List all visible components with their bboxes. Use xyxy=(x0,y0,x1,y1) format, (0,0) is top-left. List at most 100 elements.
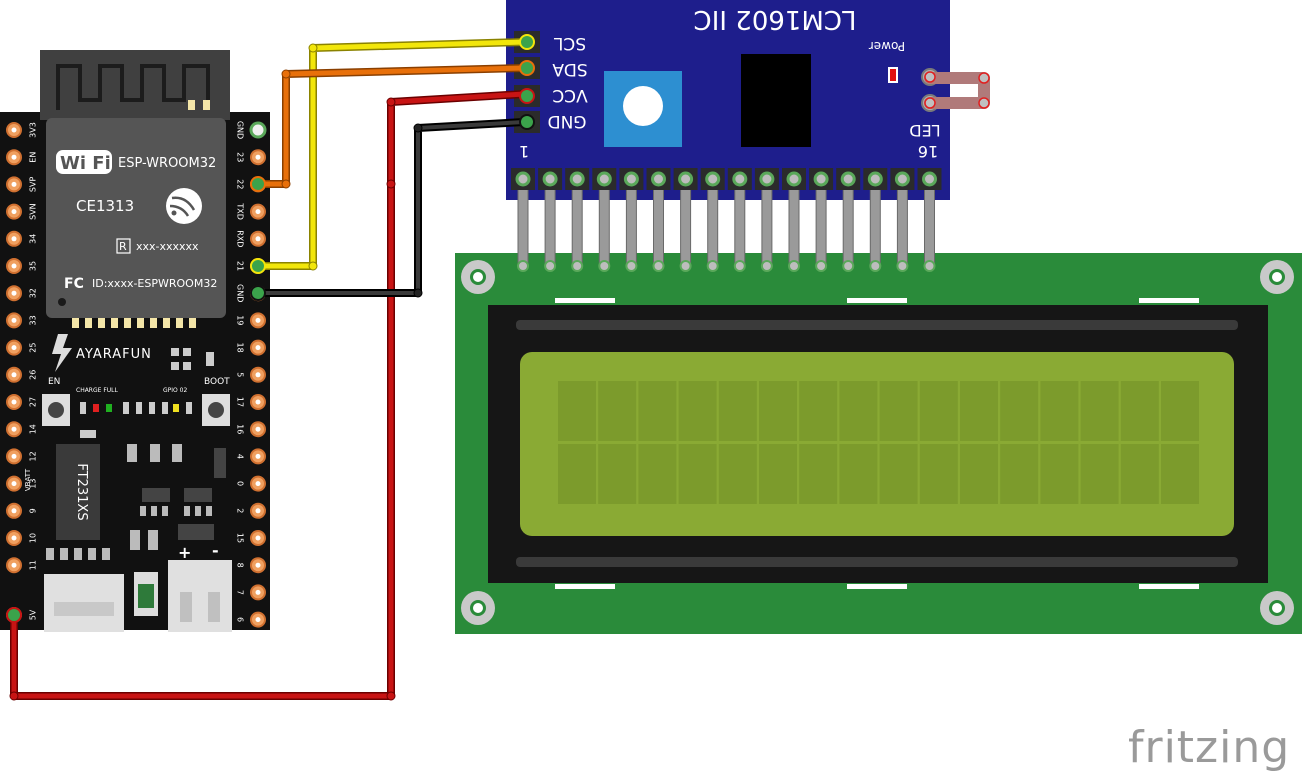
gpio-label: GPIO 02 xyxy=(163,387,187,394)
lcd-cell xyxy=(759,444,797,504)
esp32-right-pin-label: 18 xyxy=(236,343,245,353)
esp32-right-pin-label: 4 xyxy=(236,454,245,459)
esp32-left-pin-label: 32 xyxy=(29,288,38,298)
fcc-id: ID:xxxx-ESPWROOM32 xyxy=(92,277,217,290)
mount-holes xyxy=(461,260,1294,625)
lcd-cell xyxy=(799,381,838,441)
lcd-cell xyxy=(1120,444,1159,504)
espressif-logo-icon xyxy=(166,188,202,224)
lcd-character-grid xyxy=(558,381,1199,504)
lcd-cell xyxy=(799,444,838,504)
esp32-right-pin-label: RXD xyxy=(236,230,245,247)
esp32-left-pin-label: EN xyxy=(29,152,38,163)
lcd-cell xyxy=(638,444,677,504)
pin-16-label: 16 xyxy=(918,142,938,161)
esp32-right-pin-label: 2 xyxy=(236,508,245,513)
lcd-cell xyxy=(598,381,637,441)
connection-points xyxy=(6,34,535,623)
module-name: ESP-WROOM32 xyxy=(118,156,216,171)
wifi-logo-text: Wi Fi xyxy=(60,153,111,174)
lcd-cell xyxy=(558,444,596,504)
r-mark: R xyxy=(119,240,127,253)
plus-label: + xyxy=(178,543,191,562)
en-label: EN xyxy=(48,377,60,387)
lcd-cell xyxy=(678,444,717,504)
i2c-chip xyxy=(741,54,811,147)
en-button[interactable] xyxy=(42,394,70,426)
lcd-cell xyxy=(718,381,757,441)
header-pin xyxy=(924,177,935,269)
esp32-left-pin-label: 33 xyxy=(29,315,38,325)
lcd-module xyxy=(455,253,1302,634)
lcd-pin-header xyxy=(511,168,942,272)
lcd-cell xyxy=(960,444,998,504)
wires xyxy=(9,38,528,701)
module-castellations xyxy=(72,100,210,328)
lcd-cell xyxy=(1080,381,1119,441)
charge-label: CHARGE FULL xyxy=(76,387,119,394)
esp32-left-pin-label: 25 xyxy=(29,343,38,353)
lcd-cell xyxy=(919,444,958,504)
esp32-board: Wi Fi ESP-WROOM32 CE1313 R xxx-xxxxxx FC… xyxy=(0,50,270,632)
lcd-cell xyxy=(718,444,757,504)
lcd-cell xyxy=(1040,444,1079,504)
boot-button[interactable] xyxy=(202,394,230,426)
esp32-left-pin-label: SVN xyxy=(29,203,38,220)
i2c-adapter: LCM1602 IIC Power LED 16 1 SCL SDA VCC G… xyxy=(506,0,990,272)
gnd-label: GND xyxy=(548,111,587,131)
lcd-cell xyxy=(1000,444,1039,504)
antenna-area xyxy=(40,50,230,120)
vcc-label: VCC xyxy=(552,85,587,105)
esp32-left-pin-label: SVP xyxy=(29,177,38,193)
esp32-left-pin-label: 34 xyxy=(29,234,38,244)
lcd-cell xyxy=(598,444,637,504)
esp32-left-pin-label: 14 xyxy=(29,424,38,434)
esp32-right-pin-label: TXD xyxy=(236,202,245,220)
led-jumper xyxy=(924,72,988,84)
lcd-cell xyxy=(879,444,918,504)
header-pin xyxy=(842,177,854,269)
power-led xyxy=(890,69,896,81)
esp32-right-pin-label: 15 xyxy=(236,533,245,543)
lcd-cell xyxy=(839,381,878,441)
esp32-right-pin-label: 5 xyxy=(236,372,245,377)
esp32-left-pin-label: 13 xyxy=(29,479,38,489)
usb-chip-label: FT231XS xyxy=(74,463,89,520)
pin-1-label: 1 xyxy=(519,142,529,161)
header-pin xyxy=(761,177,773,269)
header-pin xyxy=(896,177,908,269)
status-leds xyxy=(80,402,192,414)
esp32-left-pin-label: 5V xyxy=(29,609,38,620)
esp32-right-pin-label: 0 xyxy=(236,481,245,486)
lcd-cell xyxy=(1161,444,1199,504)
minus-label: - xyxy=(212,541,219,560)
usb-chip xyxy=(56,444,100,540)
header-pin xyxy=(680,177,692,269)
esp32-right-pin-label: GND xyxy=(236,284,245,302)
header-pin xyxy=(571,177,583,269)
board-brand: AYARAFUN xyxy=(76,347,152,362)
lcd-cell xyxy=(1040,381,1079,441)
lcd-cell xyxy=(960,381,998,441)
sda-label: SDA xyxy=(552,59,588,79)
lcd-cell xyxy=(759,381,797,441)
micro-usb-port[interactable] xyxy=(44,574,124,632)
ce-mark: CE1313 xyxy=(76,197,134,215)
esp32-right-pin-label: 17 xyxy=(236,397,245,407)
header-pin xyxy=(544,177,556,269)
header-pin xyxy=(815,177,827,269)
lightning-icon xyxy=(52,334,72,372)
battery-connector[interactable] xyxy=(168,560,232,632)
header-pin xyxy=(625,177,637,269)
lcd-cell xyxy=(1000,381,1039,441)
header-pin xyxy=(734,177,746,269)
esp32-right-pin-label: 8 xyxy=(236,563,245,568)
scl-label: SCL xyxy=(553,33,586,53)
esp32-right-pin-label: 19 xyxy=(236,315,245,325)
esp32-left-pin-label: 9 xyxy=(29,508,38,513)
r-id: xxx-xxxxxx xyxy=(136,240,199,253)
fritzing-brand: fritzing xyxy=(1128,722,1291,773)
wifi-logo xyxy=(56,150,112,174)
esp32-left-pin-label: 11 xyxy=(29,560,38,570)
